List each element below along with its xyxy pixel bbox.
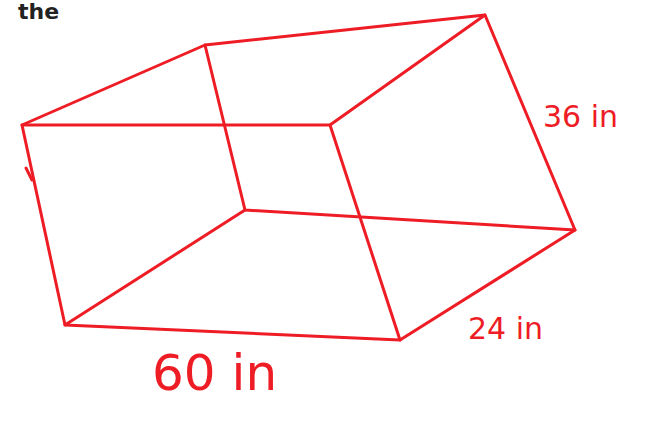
dimension-label: 60 in	[152, 346, 277, 401]
dimension-label: 36 in	[543, 100, 618, 133]
back-face	[205, 15, 575, 230]
pen-tick	[26, 168, 32, 180]
dimension-label: 24 in	[468, 312, 543, 345]
front-face	[22, 125, 400, 340]
depth-edge	[65, 210, 245, 325]
cut-off-text: the	[18, 0, 59, 24]
depth-edge	[22, 45, 205, 125]
depth-edge	[330, 15, 485, 125]
